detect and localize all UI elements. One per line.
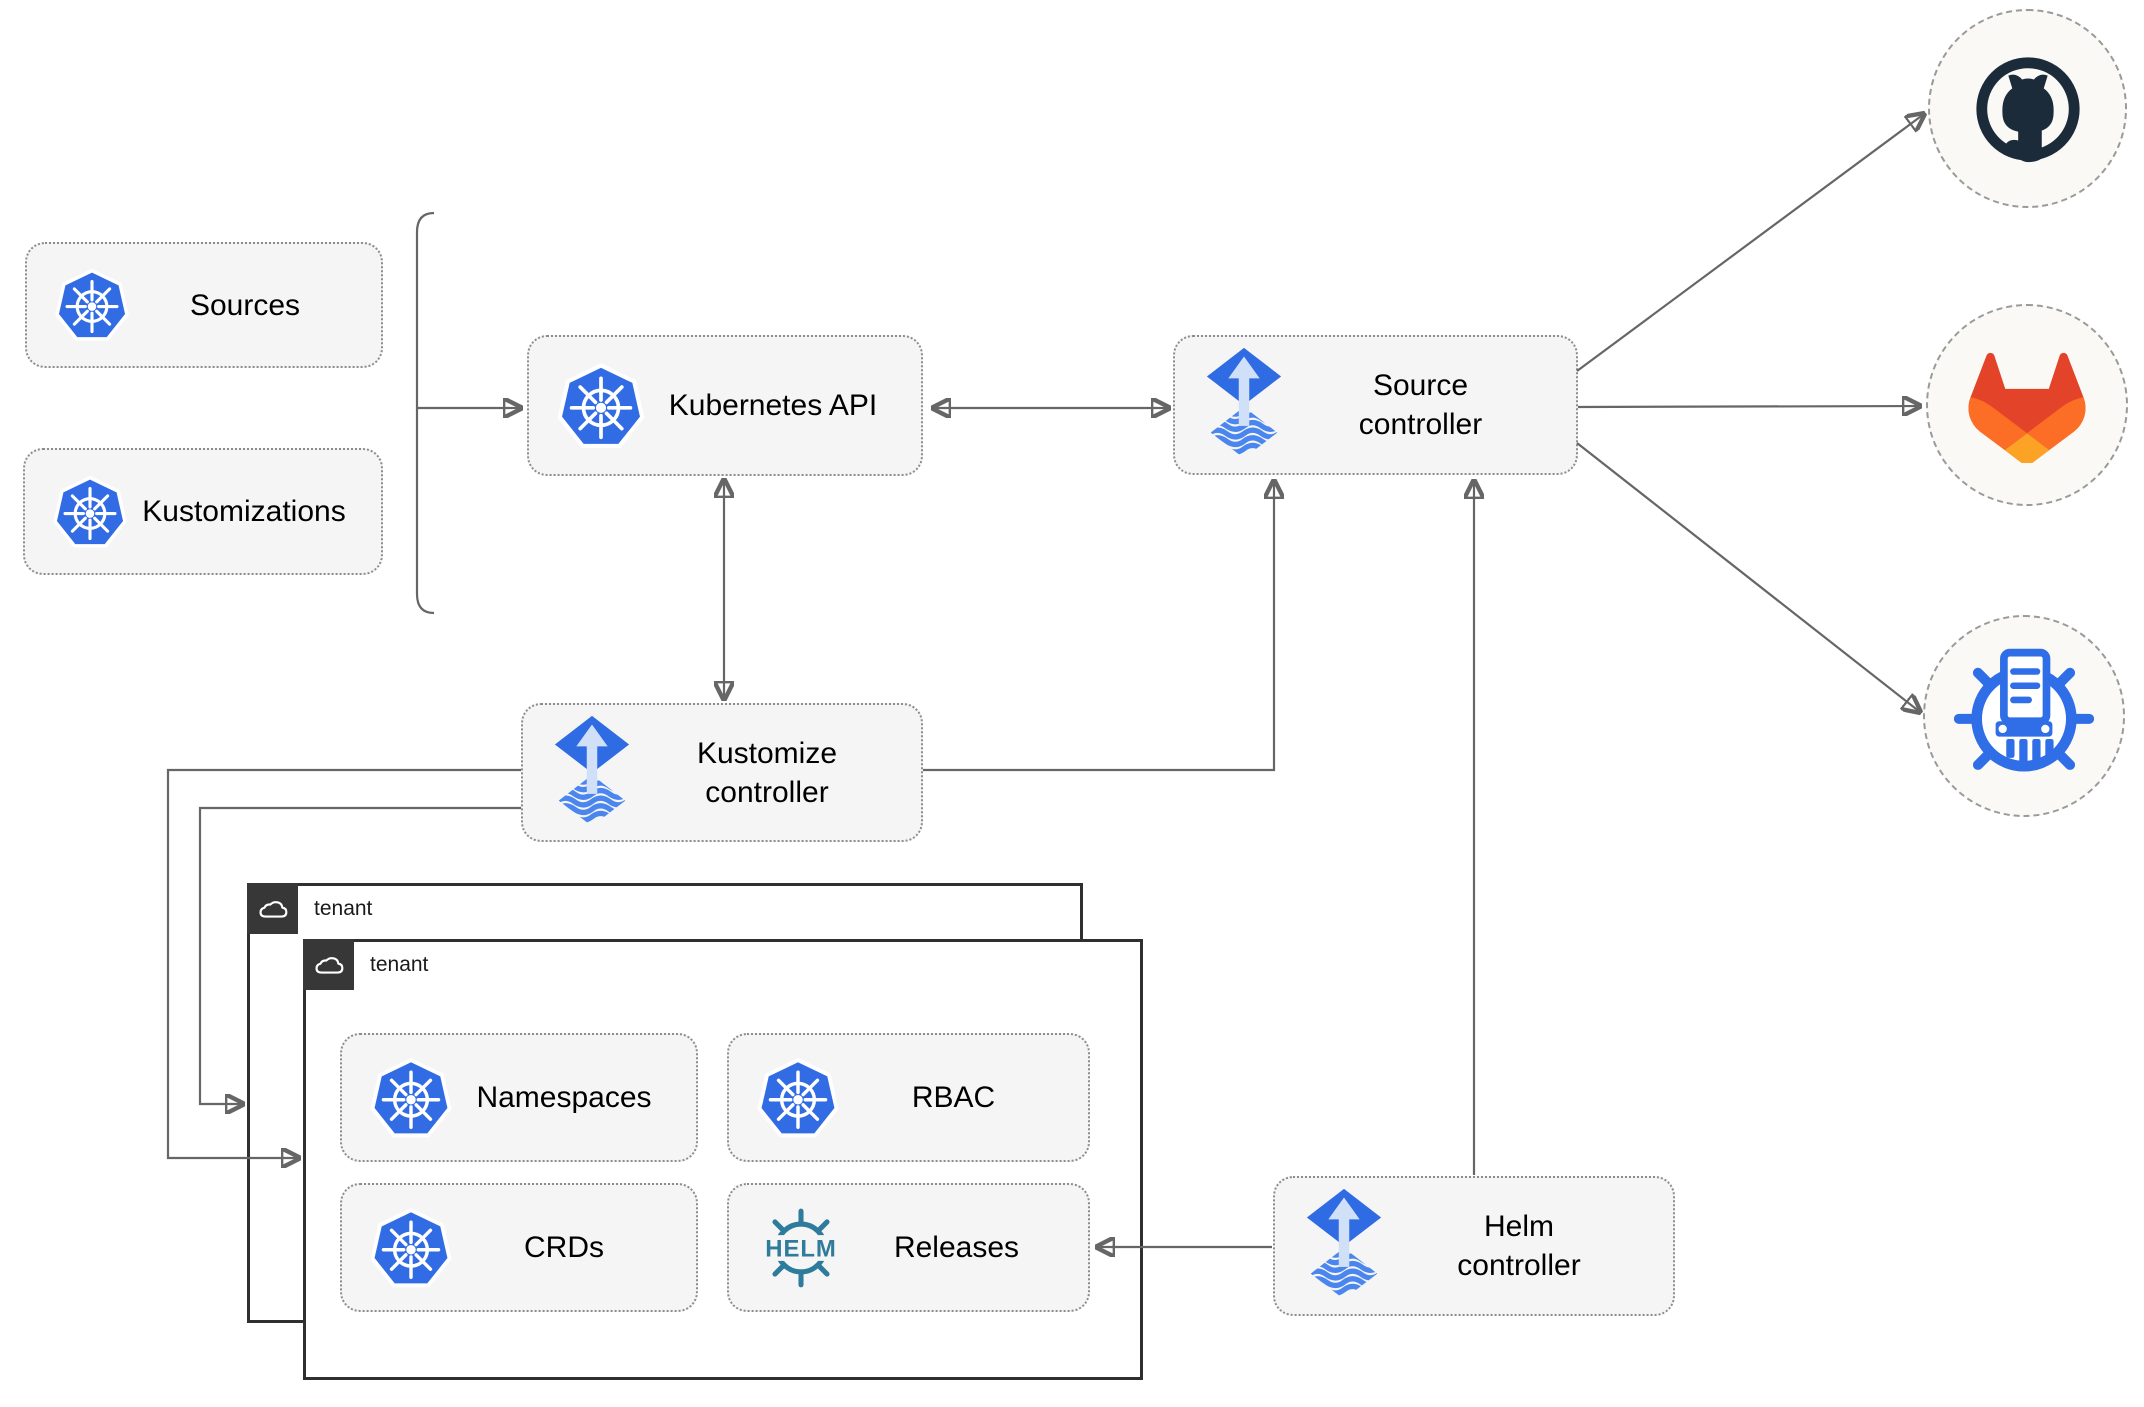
kubernetes-icon (368, 1055, 454, 1141)
github-icon (1975, 56, 2080, 162)
kubernetes-icon (755, 1055, 841, 1141)
node-kustomize-controller: Kustomize controller (521, 703, 923, 842)
node-kustomizations: Kustomizations (23, 448, 383, 575)
node-releases: HELM Releases (727, 1183, 1090, 1312)
helm-repository-endpoint (1923, 615, 2125, 817)
helm-icon: HELM (758, 1208, 844, 1287)
node-source-controller-label: Source controller (1358, 369, 1483, 441)
node-source-controller: Source controller (1173, 335, 1578, 475)
flux-icon (1301, 1187, 1387, 1305)
node-kubernetes-api-label: Kubernetes API (668, 389, 878, 422)
github-endpoint (1928, 9, 2127, 208)
node-helm-controller-label: Helm controller (1457, 1210, 1581, 1282)
helm-wordmark: HELM (765, 1235, 836, 1262)
arrow-source-controller-to-helm-repository (1576, 442, 1920, 712)
arrow-kustomize-controller-to-source-controller (923, 481, 1274, 772)
node-crds-label: CRDs (524, 1231, 604, 1264)
group-bracket (415, 211, 435, 615)
node-releases-label: Releases (893, 1231, 1020, 1264)
node-rbac: RBAC (727, 1033, 1090, 1162)
node-namespaces: Namespaces (340, 1033, 698, 1162)
tenant-outer-tab (247, 883, 298, 934)
flux-icon (549, 714, 635, 832)
cloud-icon (313, 953, 345, 977)
node-kustomizations-label: Kustomizations (142, 495, 346, 528)
node-rbac-label: RBAC (911, 1081, 996, 1114)
node-helm-controller: Helm controller (1273, 1176, 1675, 1316)
kubernetes-icon (51, 473, 129, 551)
arrow-source-controller-to-github (1576, 114, 1924, 372)
flux-icon (1201, 346, 1287, 464)
node-sources: Sources (25, 242, 383, 368)
node-crds: CRDs (340, 1183, 698, 1312)
node-sources-label: Sources (189, 288, 301, 322)
kubernetes-icon (53, 266, 131, 344)
chartmuseum-icon (1953, 648, 2095, 772)
kubernetes-icon (368, 1205, 454, 1291)
tenant-inner-tab (303, 939, 354, 990)
tenant-inner-label: tenant (370, 953, 429, 976)
arrow-source-controller-to-gitlab (1577, 406, 1920, 407)
node-namespaces-label: Namespaces (476, 1081, 652, 1114)
tenant-outer-label: tenant (314, 897, 373, 920)
cloud-icon (257, 897, 289, 921)
node-kustomize-controller-label: Kustomize controller (696, 736, 838, 809)
gitlab-icon (1968, 352, 2086, 463)
kubernetes-icon (555, 360, 647, 452)
gitlab-endpoint (1926, 304, 2128, 506)
node-kubernetes-api: Kubernetes API (527, 335, 923, 476)
